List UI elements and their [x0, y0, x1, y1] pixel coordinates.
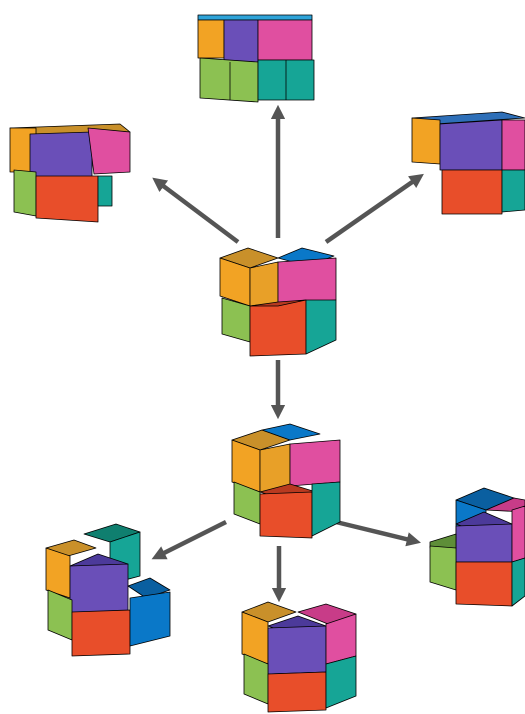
cube-red	[35, 175, 99, 223]
cube-teal	[325, 655, 357, 709]
arrow-to-lower-left	[151, 519, 228, 560]
cube-green	[13, 169, 37, 217]
cube-teal	[305, 299, 337, 355]
cube-red	[249, 299, 307, 357]
cube-green	[199, 57, 259, 103]
cube-red	[441, 169, 503, 215]
cube-purple	[223, 19, 259, 63]
cube-teal	[97, 175, 113, 207]
cube-red-top	[249, 299, 307, 307]
cube-orange	[411, 117, 441, 165]
cube-pink	[87, 127, 131, 175]
cube-blue	[129, 591, 171, 647]
cube-pink	[511, 505, 525, 563]
cube-orange	[197, 19, 225, 59]
cube-top-face	[197, 14, 313, 21]
cube-pink	[277, 257, 337, 305]
cube-orange-front	[249, 261, 279, 307]
cube-cluster-center-top	[219, 247, 337, 357]
cube-cluster-lower-middle	[241, 601, 357, 713]
cube-purple	[29, 131, 93, 179]
cube-top-blue	[261, 423, 321, 441]
cube-purple	[69, 563, 129, 617]
cube-purple	[455, 523, 513, 563]
cube-cluster-upper-left	[9, 123, 131, 223]
cube-red	[71, 609, 131, 657]
cube-pink	[257, 19, 313, 61]
cube-red	[455, 561, 513, 607]
cube-pink	[289, 439, 341, 487]
cube-cluster-top	[197, 14, 315, 103]
cube-purple	[439, 119, 503, 171]
cube-red	[267, 671, 327, 713]
cube-teal	[501, 169, 525, 213]
cube-green	[429, 545, 457, 591]
cube-red	[259, 491, 313, 539]
arrow-to-upper-left	[152, 177, 240, 244]
cube-cluster-lower-right	[429, 487, 525, 607]
cube-cluster-upper-right	[411, 111, 525, 215]
cube-purple	[267, 625, 327, 675]
cube-teal	[311, 481, 341, 537]
arrow-to-lower-right	[335, 519, 421, 547]
cube-blue-top	[127, 577, 171, 599]
arrows	[151, 104, 424, 603]
cube-cluster-center-bottom	[231, 423, 341, 539]
cube-pink	[501, 119, 525, 171]
arrow-to-upper-right	[324, 173, 424, 244]
cube-green	[221, 297, 251, 343]
cube-teal	[511, 557, 525, 607]
cube-cluster-lower-left	[45, 523, 171, 657]
